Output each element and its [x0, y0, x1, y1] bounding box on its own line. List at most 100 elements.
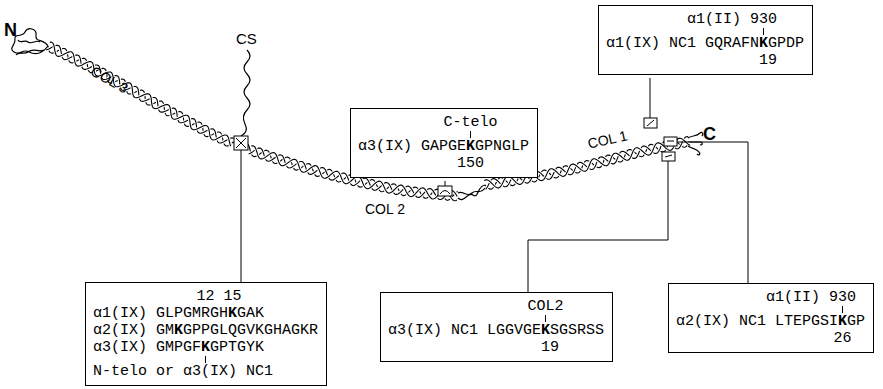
nc-kink: [458, 185, 485, 200]
position-label: 15: [224, 288, 242, 305]
tick-row: [676, 306, 866, 313]
position-label: 26: [834, 330, 852, 347]
marker-slash: [647, 120, 654, 126]
residues: α2(IX) NC1 LTEPGSI: [676, 313, 838, 330]
tick-row: [606, 28, 805, 35]
tick-row: [93, 356, 319, 363]
marker-cross: [236, 138, 246, 148]
sequence-text: α1(IX) GLPGMRGHKGAK: [93, 305, 264, 322]
text-row: 12 15: [93, 288, 319, 305]
residues: GPPGLQGVKGHAGKR: [183, 322, 318, 339]
part-label: COL 1: [586, 127, 629, 152]
marker-arc: [440, 191, 450, 195]
text-row: α1(IX) GLPGMRGHKGAK: [93, 305, 319, 322]
residues: GP: [847, 313, 865, 330]
residue-tick: [470, 131, 471, 138]
marker-box: [664, 137, 677, 146]
position-label: COL2: [528, 298, 564, 315]
sequence-box: COL2 α3(IX) NC1 LGGVGEKSGSRSS19: [380, 292, 613, 362]
crosslink-lysine: K: [541, 322, 550, 339]
sequence-box: 1215α1(IX) GLPGMRGHKGAKα2(IX) GMKGPPGLQG…: [85, 282, 327, 386]
residues: GPNGLP: [475, 138, 529, 155]
tick-row: [388, 315, 605, 322]
part-label: N: [4, 20, 17, 41]
crosslink-lysine: K: [759, 35, 768, 52]
c-ends: [688, 132, 703, 154]
marker-box: [438, 186, 452, 196]
part-label: CS: [236, 30, 257, 47]
leader-line: [650, 78, 651, 118]
text-row: COL2: [388, 298, 605, 315]
strand-halo: [50, 42, 231, 146]
part-label: COL 3: [88, 63, 131, 96]
text-row: α2(IX) NC1 LTEPGSIKGP: [676, 313, 866, 330]
sequence-text: α3(IX) GAPGEKGPNGLP: [358, 138, 529, 155]
part-label: COL 2: [365, 201, 405, 217]
crosslink-lysine: K: [201, 339, 210, 356]
crosslink-lysine: K: [838, 313, 847, 330]
part-label: C: [703, 124, 716, 145]
position-label: C-telo: [444, 114, 498, 131]
text-row: α1(IX) NC1 GQRAFNKGPDP: [606, 35, 805, 52]
sequence-box: α1(II) 930 α1(IX) NC1 GQRAFNKGPDP19: [598, 5, 813, 75]
n-globular-domain: [12, 29, 48, 55]
text-row: 19: [606, 52, 805, 69]
position-label: 19: [759, 52, 777, 69]
residues: α3(IX) GMPGF: [93, 339, 201, 356]
text-row: α3(IX) NC1 LGGVGEKSGSRSS: [388, 322, 605, 339]
crosslink-lysine: K: [466, 138, 475, 155]
text-row: 26: [676, 330, 866, 347]
sequence-text: α2(IX) NC1 LTEPGSIKGP: [676, 313, 865, 330]
marker-box: [644, 118, 657, 128]
residues: α3(IX) GAPGE: [358, 138, 466, 155]
text-row: 19: [388, 339, 605, 356]
residues: α3(IX) NC1 LGGVGE: [388, 322, 541, 339]
residue-tick: [763, 28, 764, 35]
leader-lines: [241, 78, 748, 292]
residues: SGSRSS: [550, 322, 604, 339]
residues: GPTGYK: [210, 339, 264, 356]
residues: α1(IX) NC1 GQRAFN: [606, 35, 759, 52]
text-row: α1(II) 930: [676, 289, 866, 306]
residue-tick: [205, 356, 206, 363]
sequence-text: α1(IX) NC1 GQRAFNKGPDP: [606, 35, 804, 52]
sequence-text: α2(IX) GMKGPPGLQGVKGHAGKR: [93, 322, 318, 339]
leader-line: [241, 150, 242, 282]
text-row: 150: [358, 155, 530, 172]
leader-line: [445, 181, 446, 186]
residues: α2(IX) GM: [93, 322, 174, 339]
position-label: 19: [541, 339, 559, 356]
leader-line: [528, 161, 668, 292]
collagen-strand: [50, 42, 231, 146]
crosslink-lysine: K: [174, 322, 183, 339]
marker-box: [234, 136, 248, 150]
position-label: 12: [197, 288, 215, 305]
text-row: α3(IX) GAPGEKGPNGLP: [358, 138, 530, 155]
residues: GAK: [237, 305, 264, 322]
text-row: C-telo: [358, 114, 530, 131]
residues: α1(IX) GLPGMRGH: [93, 305, 228, 322]
leader-line: [677, 142, 748, 283]
text-row: α2(IX) GMKGPPGLQGVKGHAGKR: [93, 322, 319, 339]
sequence-box: C-telo α3(IX) GAPGEKGPNGLP150: [350, 108, 538, 178]
tick-row: [358, 131, 530, 138]
crosslink-lysine: K: [228, 305, 237, 322]
text-row: α3(IX) GMPGFKGPTGYK: [93, 339, 319, 356]
cs-chain: [241, 50, 250, 136]
residues: GPDP: [768, 35, 804, 52]
marker-dash: [665, 155, 672, 157]
position-label: α1(II) 930: [687, 11, 777, 28]
position-label: α1(II) 930: [766, 289, 856, 306]
triple-helix: [46, 42, 690, 201]
sequence-text: α3(IX) NC1 LGGVGEKSGSRSS: [388, 322, 604, 339]
residue-tick: [842, 306, 843, 313]
residue-tick: [545, 315, 546, 322]
position-label: 150: [457, 155, 484, 172]
marker-box: [662, 152, 675, 161]
text-row: α1(II) 930: [606, 11, 805, 28]
text-row: N-telo or α3(IX) NC1: [93, 363, 319, 380]
sequence-text: α3(IX) GMPGFKGPTGYK: [93, 339, 264, 356]
marker-dash: [667, 141, 674, 142]
position-label: N-telo or α3(IX) NC1: [93, 363, 273, 380]
